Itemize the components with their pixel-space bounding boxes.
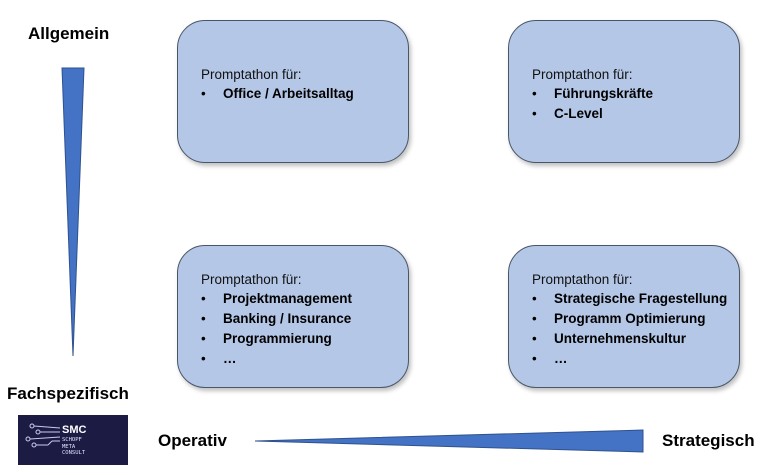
box-operativ-fachspezifisch: Promptathon für: •Projektmanagement •Ban… xyxy=(177,245,409,388)
list-item: •Programmierung xyxy=(201,331,332,346)
list-item: •Projektmanagement xyxy=(201,291,353,306)
box-title: Promptathon für: xyxy=(532,67,633,82)
axis-label-left: Operativ xyxy=(158,431,227,450)
vertical-wedge-arrow xyxy=(61,67,85,357)
box-title: Promptathon für: xyxy=(201,272,302,287)
logo-abbr: SMC xyxy=(62,424,87,436)
circuit-icon xyxy=(25,423,61,448)
list-item: •Programm Optimierung xyxy=(532,311,706,326)
list-item: •C-Level xyxy=(532,106,603,121)
list-item: •… xyxy=(201,351,237,366)
list-item: •… xyxy=(532,351,568,366)
axis-label-right: Strategisch xyxy=(662,431,755,450)
list-item: •Unternehmenskultur xyxy=(532,331,687,346)
axis-label-bottom: Fachspezifisch xyxy=(7,384,129,403)
axis-label-top: Allgemein xyxy=(28,24,110,43)
list-item: •Banking / Insurance xyxy=(201,311,352,326)
box-title: Promptathon für: xyxy=(201,67,302,82)
box-operativ-allgemein: Promptathon für: •Office / Arbeitsalltag xyxy=(177,20,409,163)
horizontal-wedge-arrow xyxy=(254,429,644,453)
list-item: •Office / Arbeitsalltag xyxy=(201,86,354,101)
box-title: Promptathon für: xyxy=(532,272,633,287)
box-strategisch-allgemein: Promptathon für: •Führungskräfte •C-Leve… xyxy=(508,20,740,163)
box-strategisch-fachspezifisch: Promptathon für: •Strategische Fragestel… xyxy=(508,245,740,388)
list-item: •Strategische Fragestellung xyxy=(532,291,728,306)
list-item: •Führungskräfte xyxy=(532,86,654,101)
